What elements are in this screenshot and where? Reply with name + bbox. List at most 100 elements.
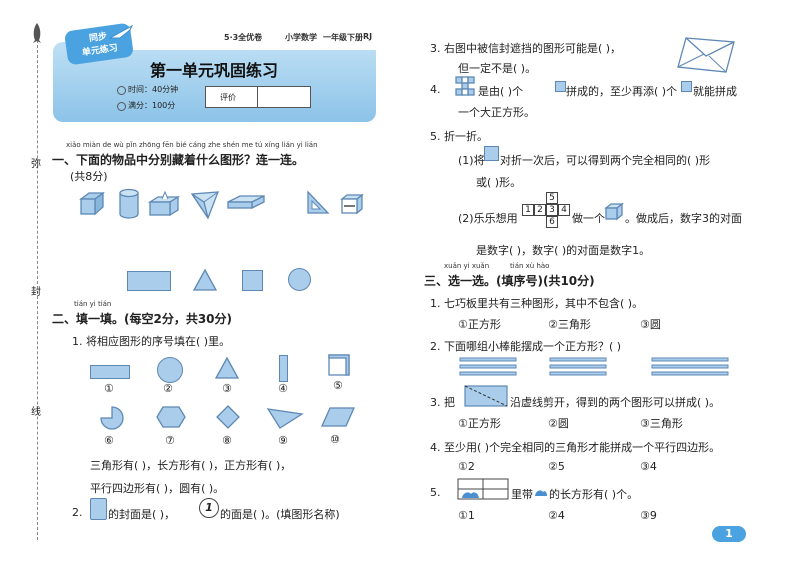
fig-label-2: ② — [163, 382, 173, 395]
fig2-circle — [157, 357, 183, 383]
book-icon — [90, 498, 107, 520]
q1-answer-line1: 三角形有( )，长方形有( )，正方形有( )， — [90, 459, 292, 472]
s3-q3-opt1: ①正方形 — [458, 417, 501, 430]
object-cylinder — [118, 188, 140, 224]
clock-icon — [117, 86, 126, 95]
q4-text-c: 拼成的，至少再添( )个 — [566, 85, 678, 98]
margin-mi: 弥 — [31, 159, 41, 170]
section2-pinyin: tián yi tián — [74, 300, 112, 308]
q5-1-a: (1)将 — [458, 154, 485, 167]
fig8-rhombus — [215, 404, 241, 434]
cube-net: 1 2 3 4 5 6 — [522, 192, 570, 228]
q4-text-d: 就能拼成 — [693, 85, 737, 98]
fig-label-9: ⑨ — [278, 434, 288, 447]
small-square-icon-1 — [555, 81, 566, 92]
s3-q4: 4. 至少用( )个完全相同的三角形才能拼成一个平行四边形。 — [430, 441, 721, 454]
fig6-sector — [99, 405, 125, 435]
shape-circle — [288, 268, 311, 291]
s3-q5-text-c: 的长方形有( )个。 — [549, 488, 639, 501]
rocket-badge-icon — [108, 24, 134, 44]
sticks-group-1 — [458, 356, 520, 382]
fig-label-8: ⑧ — [222, 434, 232, 447]
binding-line — [37, 40, 38, 540]
net-cell-4: 4 — [558, 204, 570, 216]
s3-q4-opt1: ①2 — [458, 460, 475, 473]
section3-pinyin-2: tián xù hào — [510, 262, 550, 270]
edition: RJ — [363, 32, 373, 41]
q5-2-d: 是数字( )，数字( )的对面是数字1。 — [476, 244, 651, 257]
cube-icon — [604, 202, 624, 226]
header-white-tab — [132, 42, 376, 50]
fig1-rectangle — [90, 365, 130, 379]
envelope-icon — [676, 34, 736, 78]
grade: 一年级下册 — [323, 33, 363, 42]
s3-q5-text-b: 里带 — [511, 488, 533, 501]
small-square-icon-2 — [681, 81, 692, 92]
section3-title: 三、选一选。(填序号)(共10分) — [424, 274, 595, 288]
rocket-icon — [30, 22, 44, 48]
page-title: 第一单元巩固练习 — [150, 61, 279, 80]
margin-feng: 封 — [31, 287, 41, 298]
fold-square-icon — [484, 146, 499, 161]
q4-number: 4. — [430, 83, 441, 96]
net-cell-2: 2 — [534, 204, 546, 216]
net-cell-1: 1 — [522, 204, 534, 216]
object-board — [226, 194, 266, 220]
q4-text-b: 是由( )个 — [478, 85, 524, 98]
eval-box — [205, 86, 311, 108]
fig-label-5: ⑤ — [333, 379, 343, 392]
fig7-hexagon — [155, 405, 187, 433]
q5-title: 5. 折一折。 — [430, 130, 488, 143]
net-cell-6: 6 — [546, 216, 558, 228]
q3-text-a: 3. 右图中被信封遮挡的图形可能是( )， — [430, 42, 622, 55]
section2-title: 二、填一填。(每空2分，共30分) — [52, 312, 233, 326]
object-tissue-box — [147, 190, 181, 222]
q5-2-c: 。做成后，数字3的对面 — [625, 212, 742, 225]
q5-1-c: 或( )形。 — [476, 176, 522, 189]
cut-rectangle-icon — [464, 385, 508, 411]
full-score: 满分：100分 — [128, 101, 176, 110]
fig5-frame — [327, 353, 351, 381]
series-name: 5·3全优卷 — [224, 33, 263, 42]
s3-q3-a: 3. 把 — [430, 396, 455, 409]
section1-points: (共8分) — [70, 170, 108, 183]
s3-q5-opt3: ③9 — [640, 509, 657, 522]
q2-number: 2. — [72, 506, 83, 519]
time-limit: 时间：40分钟 — [128, 85, 179, 94]
section3-pinyin-1: xuǎn yi xuǎn — [444, 262, 490, 270]
sticks-group-2 — [548, 356, 610, 382]
q2-face-text: 的面是( )。(填图形名称) — [220, 508, 340, 521]
q5-1-b: 对折一次后，可以得到两个完全相同的( )形 — [500, 154, 711, 167]
s3-q5-opt1: ①1 — [458, 509, 475, 522]
s3-q4-opt2: ②5 — [548, 460, 565, 473]
tile-shape-icon — [455, 76, 477, 102]
fig9-obtuse-triangle — [266, 406, 304, 434]
fig-label-3: ③ — [222, 382, 232, 395]
s3-q1-opt1: ①正方形 — [458, 318, 501, 331]
object-set-square — [306, 190, 330, 220]
cloud-shape-icon — [534, 482, 548, 501]
q1-answer-line2: 平行四边形有( )，圆有( )。 — [90, 482, 225, 495]
section1-title: 一、下面的物品中分别藏着什么图形？连一连。 — [52, 153, 305, 167]
net-cell-5: 5 — [546, 192, 558, 204]
margin-xian: 线 — [31, 407, 41, 418]
s3-q3-opt2: ②圆 — [548, 417, 569, 430]
fig-label-7: ⑦ — [165, 434, 175, 447]
object-pyramid — [190, 188, 220, 226]
fig3-triangle — [214, 356, 240, 384]
fig-label-10: ⑩ — [330, 433, 340, 446]
s3-q3-opt3: ③三角形 — [640, 417, 683, 430]
q4-text-e: 一个大正方形。 — [458, 106, 535, 119]
shape-triangle — [192, 268, 218, 296]
q5-2-a: (2)乐乐想用 — [458, 212, 518, 225]
s3-q1-opt3: ③圆 — [640, 318, 661, 331]
fig-label-6: ⑥ — [104, 434, 114, 447]
shape-rectangle — [127, 271, 171, 291]
q3-text-b: 但一定不是( )。 — [458, 62, 537, 75]
s3-q5-number: 5. — [430, 486, 441, 499]
object-small-box — [340, 192, 364, 220]
eval-label: 评价 — [220, 93, 236, 102]
s3-q4-opt3: ③4 — [640, 460, 657, 473]
subject: 小学数学 — [285, 33, 317, 42]
page-number-badge: 1 — [712, 526, 746, 542]
